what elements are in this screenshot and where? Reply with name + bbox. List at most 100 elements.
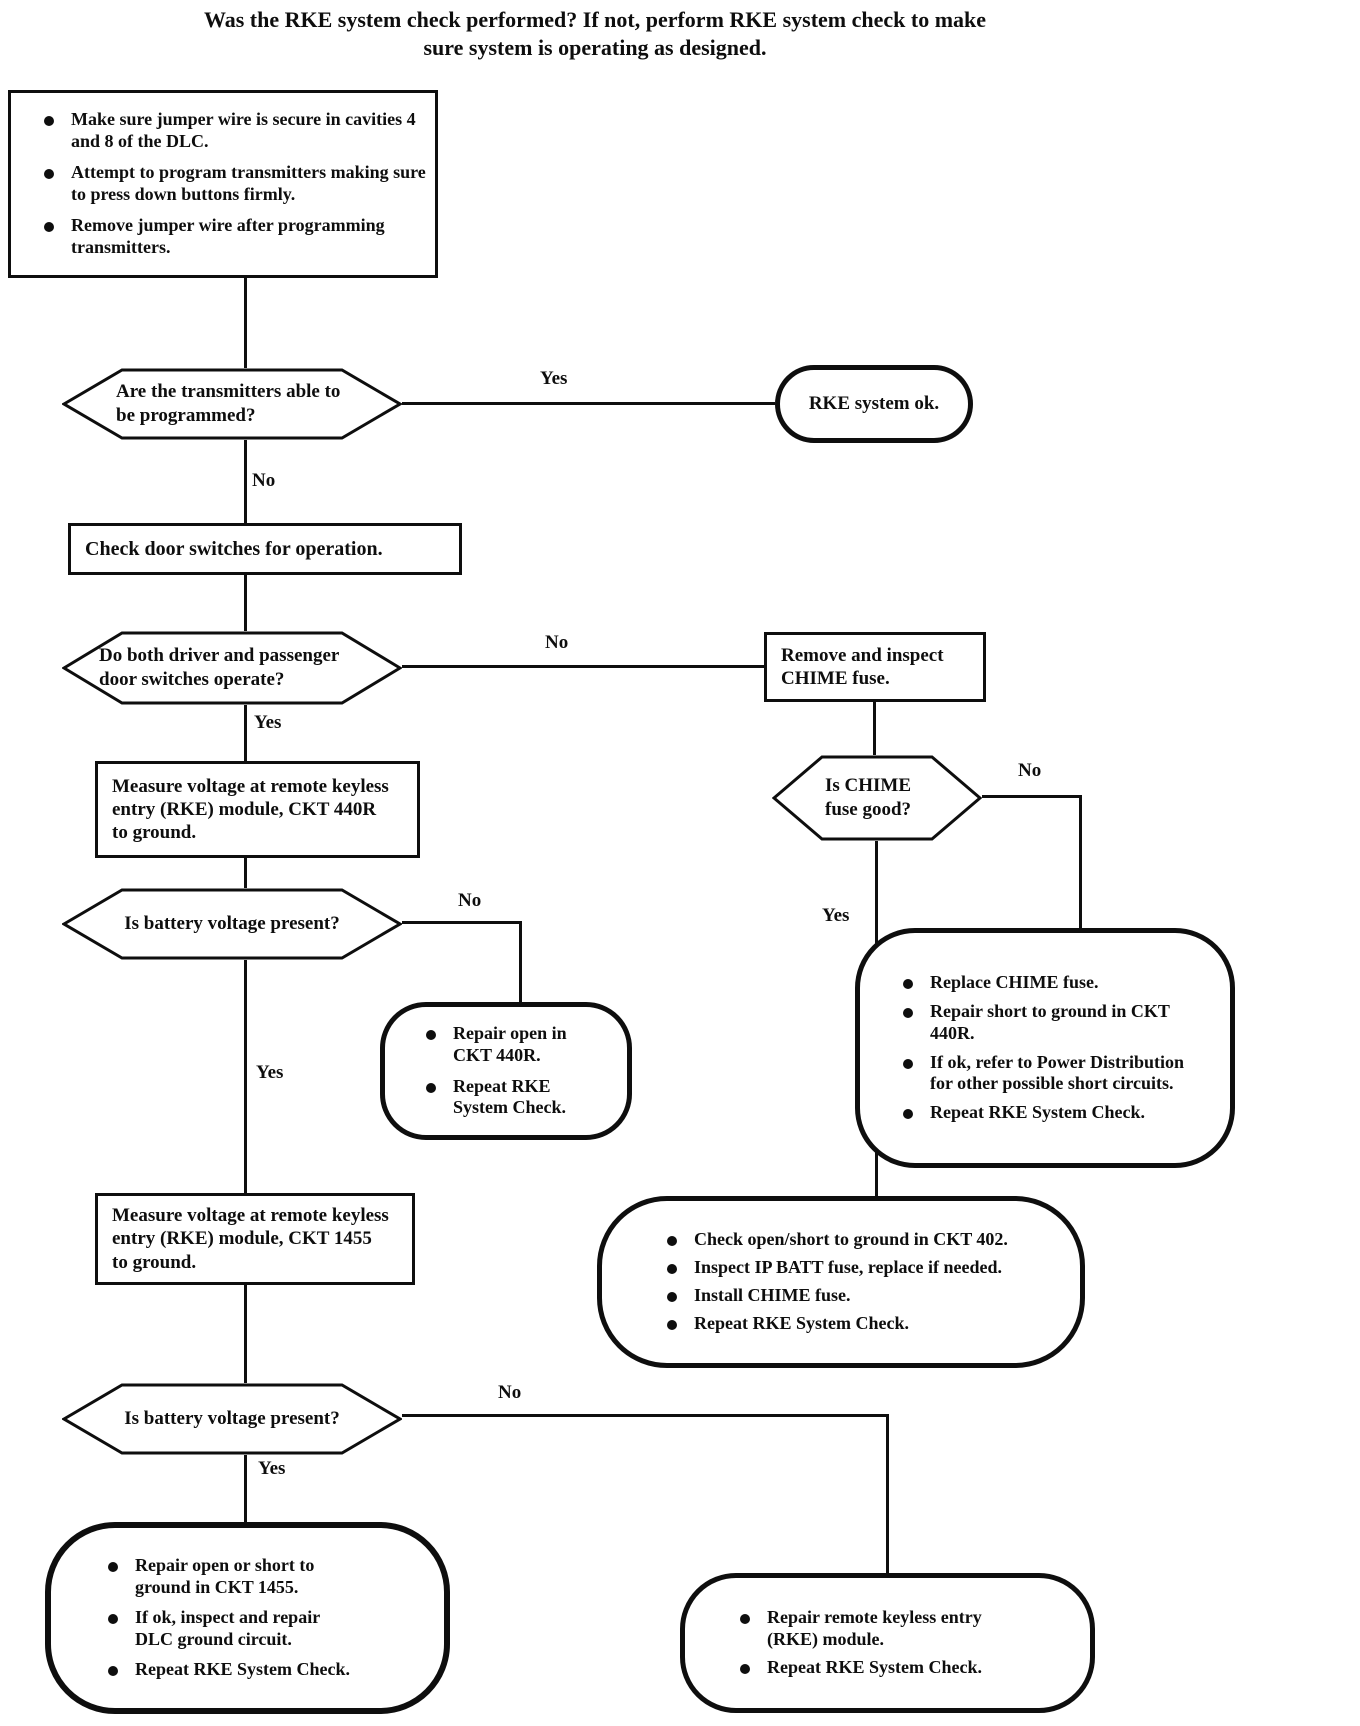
connector-q3-no-h xyxy=(402,921,522,924)
node-text: Repair open or short to ground in CKT 14… xyxy=(135,1555,315,1598)
connector-q4-yes xyxy=(244,1455,247,1522)
list-item: Repair remote keyless entry (RKE) module… xyxy=(723,1607,1082,1651)
bullet-icon xyxy=(650,1229,694,1247)
edge-label-yes: Yes xyxy=(256,1062,284,1083)
page-title: Was the RKE system check performed? If n… xyxy=(203,7,987,60)
node-chime-yes-actions: Check open/short to ground in CKT 402. I… xyxy=(597,1196,1085,1368)
node-measure-440r: Measure voltage at remote keyless entry … xyxy=(95,761,420,858)
connector-q5-no-v xyxy=(1079,795,1082,928)
node-text: Repeat RKE System Check. xyxy=(930,1102,1145,1123)
node-text: If ok, inspect and repair DLC ground cir… xyxy=(135,1607,320,1649)
connector-q4-no-h xyxy=(402,1414,889,1417)
bullet-icon xyxy=(886,1052,930,1069)
bullet-icon xyxy=(91,1607,135,1625)
bullet-icon xyxy=(886,1001,930,1018)
bullet-icon xyxy=(409,1076,453,1093)
node-text: Is CHIME fuse good? xyxy=(825,775,912,820)
node-check-door-switches: Check door switches for operation. xyxy=(68,523,462,575)
edge-label-no: No xyxy=(498,1382,522,1403)
bullet-icon xyxy=(27,162,71,180)
connector-q2-no xyxy=(402,665,764,668)
bullet-icon xyxy=(723,1657,767,1675)
node-text: Replace CHIME fuse. xyxy=(930,971,1099,992)
edge-label-no: No xyxy=(458,890,482,911)
bullet-icon xyxy=(27,215,71,232)
edge-label-yes: Yes xyxy=(254,712,282,733)
connector-q3-yes xyxy=(244,960,247,1193)
bullet-icon xyxy=(409,1023,453,1040)
list-item: If ok, refer to Power Distribution for o… xyxy=(886,1052,1222,1096)
bullet-icon xyxy=(650,1257,694,1275)
list-item: Repeat RKE System Check. xyxy=(91,1659,436,1681)
node-repair-1455: Repair open or short to ground in CKT 14… xyxy=(45,1522,450,1714)
node-repair-440r: Repair open in CKT 440R. Repeat RKE Syst… xyxy=(380,1002,632,1140)
node-q-battery-2: Is battery voltage present? xyxy=(62,1383,402,1455)
list-item: Repair open or short to ground in CKT 14… xyxy=(91,1555,436,1599)
list-item: Install CHIME fuse. xyxy=(650,1285,1072,1307)
list-item: Repeat RKE System Check. xyxy=(650,1313,1072,1335)
node-text: Repair remote keyless entry (RKE) module… xyxy=(767,1606,982,1649)
node-text: Is battery voltage present? xyxy=(124,1408,340,1430)
connector-q2-yes xyxy=(244,705,247,761)
node-text: Repeat RKE System Check. xyxy=(694,1312,909,1333)
node-text: Measure voltage at remote keyless entry … xyxy=(112,775,389,844)
connector-q1-yes xyxy=(402,402,775,405)
hexagon-shape xyxy=(772,755,982,841)
node-text: Check door switches for operation. xyxy=(85,537,383,560)
node-text: Repeat RKE System Check. xyxy=(767,1657,982,1678)
node-prep-box: Make sure jumper wire is secure in cavit… xyxy=(8,90,438,278)
node-text: Is battery voltage present? xyxy=(124,913,340,935)
edge-label-yes: Yes xyxy=(540,368,568,389)
list-item: Check open/short to ground in CKT 402. xyxy=(650,1229,1072,1251)
connector-q1-no xyxy=(244,440,247,523)
node-text: Measure voltage at remote keyless entry … xyxy=(112,1205,389,1273)
bullet-icon xyxy=(886,972,930,989)
node-q-chime-fuse: Is CHIME fuse good? xyxy=(772,755,982,841)
connector-chimebox-to-q5 xyxy=(873,702,876,755)
node-text: Remove jumper wire after programming tra… xyxy=(71,214,385,257)
list-item: Repeat RKE System Check. xyxy=(409,1076,623,1120)
node-measure-1455: Measure voltage at remote keyless entry … xyxy=(95,1193,415,1285)
hexagon-shape xyxy=(62,888,402,960)
connector-measure1455-to-q4 xyxy=(244,1285,247,1383)
connector-prep-to-q1 xyxy=(244,278,247,368)
bullet-icon xyxy=(650,1313,694,1330)
node-q-door-switches: Do both driver and passenger door switch… xyxy=(62,631,402,705)
node-text: Inspect IP BATT fuse, replace if needed. xyxy=(694,1257,1003,1278)
node-text: Attempt to program transmitters making s… xyxy=(71,162,426,204)
node-text: Remove and inspect CHIME fuse. xyxy=(781,644,944,689)
node-text: Repeat RKE System Check. xyxy=(453,1075,566,1118)
list-item: Attempt to program transmitters making s… xyxy=(27,162,429,206)
node-text: Install CHIME fuse. xyxy=(694,1285,851,1305)
hexagon-shape xyxy=(62,1383,402,1455)
list-item: Repair open in CKT 440R. xyxy=(409,1023,623,1067)
list-item: If ok, inspect and repair DLC ground cir… xyxy=(91,1607,436,1651)
connector-q5-no-h xyxy=(982,795,1082,798)
edge-label-no: No xyxy=(1018,760,1042,781)
list-item: Repeat RKE System Check. xyxy=(886,1102,1222,1124)
node-text: If ok, refer to Power Distribution for o… xyxy=(930,1051,1184,1094)
bullet-icon xyxy=(91,1555,135,1573)
connector-q3-no-v xyxy=(519,921,522,1002)
node-repair-rke-module: Repair remote keyless entry (RKE) module… xyxy=(680,1573,1095,1713)
bullet-icon xyxy=(650,1285,694,1302)
node-q-transmitters: Are the transmitters able to be programm… xyxy=(62,368,402,440)
list-item: Repeat RKE System Check. xyxy=(723,1657,1082,1679)
list-item: Inspect IP BATT fuse, replace if needed. xyxy=(650,1257,1072,1279)
edge-label-no: No xyxy=(545,632,569,653)
list-item: Replace CHIME fuse. xyxy=(886,972,1222,994)
node-text: Check open/short to ground in CKT 402. xyxy=(694,1229,1008,1250)
connector-measure440r-to-q3 xyxy=(244,858,247,888)
list-item: Make sure jumper wire is secure in cavit… xyxy=(27,109,429,153)
hexagon-shape xyxy=(62,631,402,705)
node-rke-ok: RKE system ok. xyxy=(775,365,973,443)
list-item: Repair short to ground in CKT 440R. xyxy=(886,1001,1222,1045)
node-text: Do both driver and passenger door switch… xyxy=(99,645,339,690)
connector-q4-no-v xyxy=(886,1414,889,1573)
node-text: Repair short to ground in CKT 440R. xyxy=(930,1000,1170,1043)
bullet-icon xyxy=(27,109,71,127)
node-text: Are the transmitters able to be programm… xyxy=(116,381,341,426)
node-replace-chime-fuse: Replace CHIME fuse. Repair short to grou… xyxy=(855,928,1235,1168)
bullet-icon xyxy=(723,1607,767,1624)
